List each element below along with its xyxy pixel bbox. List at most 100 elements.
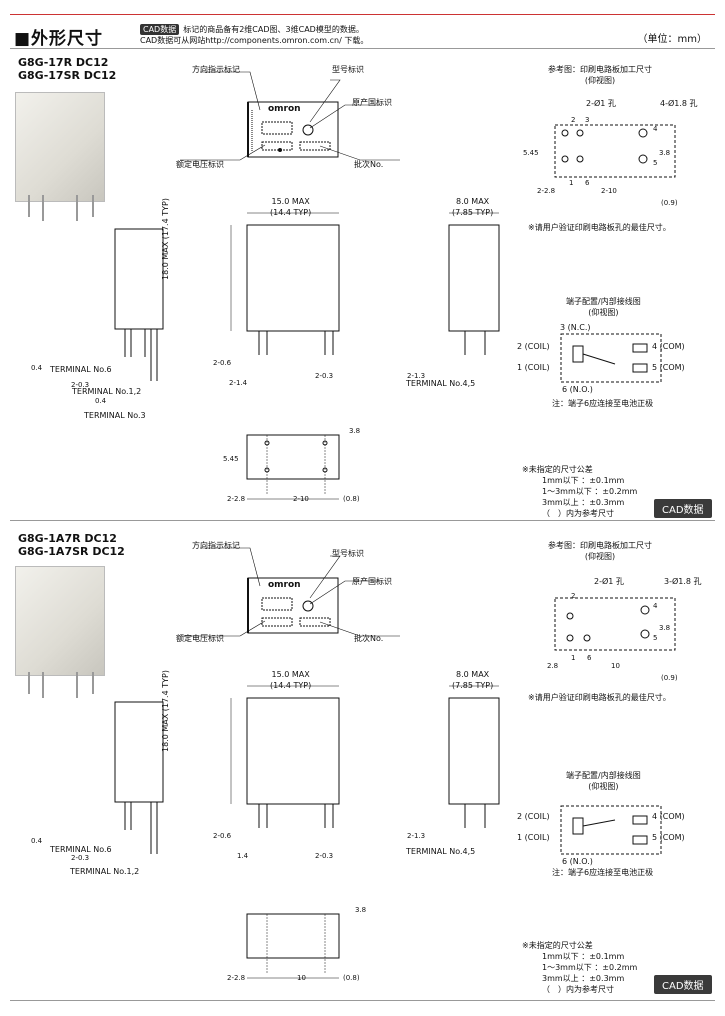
svg-text:3.8: 3.8	[659, 624, 670, 632]
svg-text:2-0.3: 2-0.3	[71, 854, 89, 862]
terminal-5-2: 5 (COM)	[652, 833, 685, 842]
svg-text:1: 1	[569, 179, 573, 187]
term-label-45-2: TERMINAL No.4,5	[406, 847, 476, 856]
height-dim-2: 18.0 MAX (17.4 TYP)	[161, 670, 170, 752]
terminal-diagram-2	[560, 805, 662, 855]
dimension-drawing-1: 0.4 2-0.3 2-0.6 2-1.4 2-0.3 2-1.3 0.4 2-…	[31, 212, 500, 503]
svg-text:5.45: 5.45	[523, 149, 539, 157]
pcb-note-2: ※请用户验证印刷电路板孔的最佳尺寸。	[528, 693, 671, 702]
svg-text:3.8: 3.8	[349, 427, 360, 435]
svg-text:6: 6	[587, 654, 592, 662]
terminal-4-1: 4 (COM)	[652, 342, 685, 351]
terminal-6-2: 6 (N.O.)	[562, 857, 593, 866]
svg-text:2.8: 2.8	[547, 662, 558, 670]
svg-text:2: 2	[571, 116, 575, 124]
svg-text:(0.9): (0.9)	[661, 199, 678, 207]
svg-text:3.8: 3.8	[355, 906, 366, 914]
terminal-1-1: 1 (COIL)	[517, 363, 550, 372]
brand-mark-1: omron	[268, 104, 301, 114]
tolerance-table-2: ※未指定的尺寸公差 1mm以下 ：±0.1mm 1～3mm以下 ：±0.2mm …	[522, 941, 638, 994]
terminal-4-2: 4 (COM)	[652, 812, 685, 821]
cad-download-link[interactable]: CAD数据可从网站http://components.omron.com.cn/…	[140, 36, 369, 45]
label-direction-1: 方向指示标记	[192, 65, 240, 74]
model-name-2: G8G-1A7R DC12 G8G-1A7SR DC12	[18, 532, 125, 558]
terminal-5-1: 5 (COM)	[652, 363, 685, 372]
svg-text:5: 5	[653, 634, 657, 642]
header-rule	[10, 14, 715, 15]
terminal-6-1: 6 (N.O.)	[562, 385, 593, 394]
label-direction-2: 方向指示标记	[192, 541, 240, 550]
svg-text:2-10: 2-10	[601, 187, 617, 195]
svg-text:(0.9): (0.9)	[661, 674, 678, 682]
svg-text:0.4: 0.4	[31, 364, 43, 372]
svg-text:0.4: 0.4	[95, 397, 107, 405]
term-label-12-1: TERMINAL No.1,2	[72, 387, 142, 396]
depth-dim-1: 8.0 MAX(7.85 TYP)	[452, 197, 494, 217]
svg-text:2-0.6: 2-0.6	[213, 832, 232, 840]
svg-text:2: 2	[571, 592, 575, 600]
page-title: ■外形尺寸	[14, 29, 104, 49]
label-type-2: 型号标识	[332, 549, 364, 558]
terminal-note-2: 注：端子6应连接至电池正极	[552, 868, 654, 877]
label-origin-1: 原产国标识	[352, 98, 392, 107]
svg-text:(0.8): (0.8)	[343, 495, 360, 503]
relay-photo-pins-2	[28, 672, 94, 698]
svg-text:1: 1	[571, 654, 575, 662]
cad-data-button-1[interactable]: CAD数据	[654, 499, 712, 518]
svg-text:4: 4	[653, 602, 658, 610]
dimension-drawing-2: 0.4 2-0.3 2-0.6 1.4 2-0.3 2-1.3 2-2.8 10…	[31, 685, 500, 982]
svg-text:2-10: 2-10	[293, 495, 309, 503]
pcb-hole2-1: 4-Ø1.8 孔	[660, 99, 698, 108]
svg-text:5.45: 5.45	[223, 455, 239, 463]
svg-text:6: 6	[585, 179, 590, 187]
svg-text:10: 10	[297, 974, 306, 982]
svg-text:2-1.4: 2-1.4	[229, 379, 248, 387]
pcb-hole1-2: 2-Ø1 孔	[594, 577, 624, 586]
section-divider	[10, 520, 715, 521]
svg-text:3.8: 3.8	[659, 149, 670, 157]
svg-text:2-1.3: 2-1.3	[407, 372, 425, 380]
svg-text:1.4: 1.4	[237, 852, 249, 860]
label-type-1: 型号标识	[332, 65, 364, 74]
label-origin-2: 原产国标识	[352, 577, 392, 586]
svg-text:2-0.6: 2-0.6	[213, 359, 232, 367]
tolerance-table-1: ※未指定的尺寸公差 1mm以下 ：±0.1mm 1～3mm以下 ：±0.2mm …	[522, 465, 638, 518]
brand-mark-2: omron	[268, 580, 301, 590]
svg-text:2-2.8: 2-2.8	[227, 974, 245, 982]
relay-photo-1	[15, 92, 105, 202]
svg-text:2-0.3: 2-0.3	[315, 372, 333, 380]
header-underline	[10, 48, 715, 49]
svg-text:5: 5	[653, 159, 657, 167]
svg-text:2-0.3: 2-0.3	[315, 852, 333, 860]
term-label-6-2: TERMINAL No.6	[50, 845, 112, 854]
depth-dim-2: 8.0 MAX(7.85 TYP)	[452, 670, 494, 690]
terminal-note-1: 注：端子6应连接至电池正极	[552, 399, 654, 408]
cad-tag: CAD数据	[140, 24, 180, 35]
marking-diagram-1	[180, 71, 400, 161]
cad-note: CAD数据标记的商品备有2维CAD图、3维CAD模型的数据。 CAD数据可从网站…	[140, 24, 369, 45]
svg-text:2-1.3: 2-1.3	[407, 832, 425, 840]
svg-text:10: 10	[611, 662, 620, 670]
svg-text:2-2.8: 2-2.8	[537, 187, 555, 195]
width-dim-1: 15.0 MAX(14.4 TYP)	[270, 197, 312, 217]
footer-rule	[10, 1000, 715, 1001]
marking-diagram-2	[180, 547, 400, 637]
pcb-drawing-2: 2 4 5 1 6 2.8 10 (0.9) 3.8	[547, 592, 678, 682]
svg-text:4: 4	[653, 125, 658, 133]
svg-text:2-0.3: 2-0.3	[71, 381, 89, 389]
label-voltage-1: 额定电压标识	[176, 160, 224, 169]
pcb-title-1: 参考图：印刷电路板加工尺寸(仰视图)	[548, 65, 652, 85]
model-name-1: G8G-17R DC12 G8G-17SR DC12	[18, 56, 117, 82]
pcb-title-2: 参考图：印刷电路板加工尺寸(仰视图)	[548, 541, 652, 561]
svg-text:2-2.8: 2-2.8	[227, 495, 245, 503]
terminal-1-2: 1 (COIL)	[517, 833, 550, 842]
height-dim-1: 18.0 MAX (17.4 TYP)	[161, 198, 170, 280]
terminal-title-2: 端子配置/内部接线图(仰视图)	[566, 771, 641, 791]
terminal-title-1: 端子配置/内部接线图(仰视图)	[566, 297, 641, 317]
label-voltage-2: 额定电压标识	[176, 634, 224, 643]
term-label-45-1: TERMINAL No.4,5	[406, 379, 476, 388]
relay-photo-pins-1	[28, 195, 94, 221]
cad-data-button-2[interactable]: CAD数据	[654, 975, 712, 994]
pcb-note-1: ※请用户验证印刷电路板孔的最佳尺寸。	[528, 223, 671, 232]
